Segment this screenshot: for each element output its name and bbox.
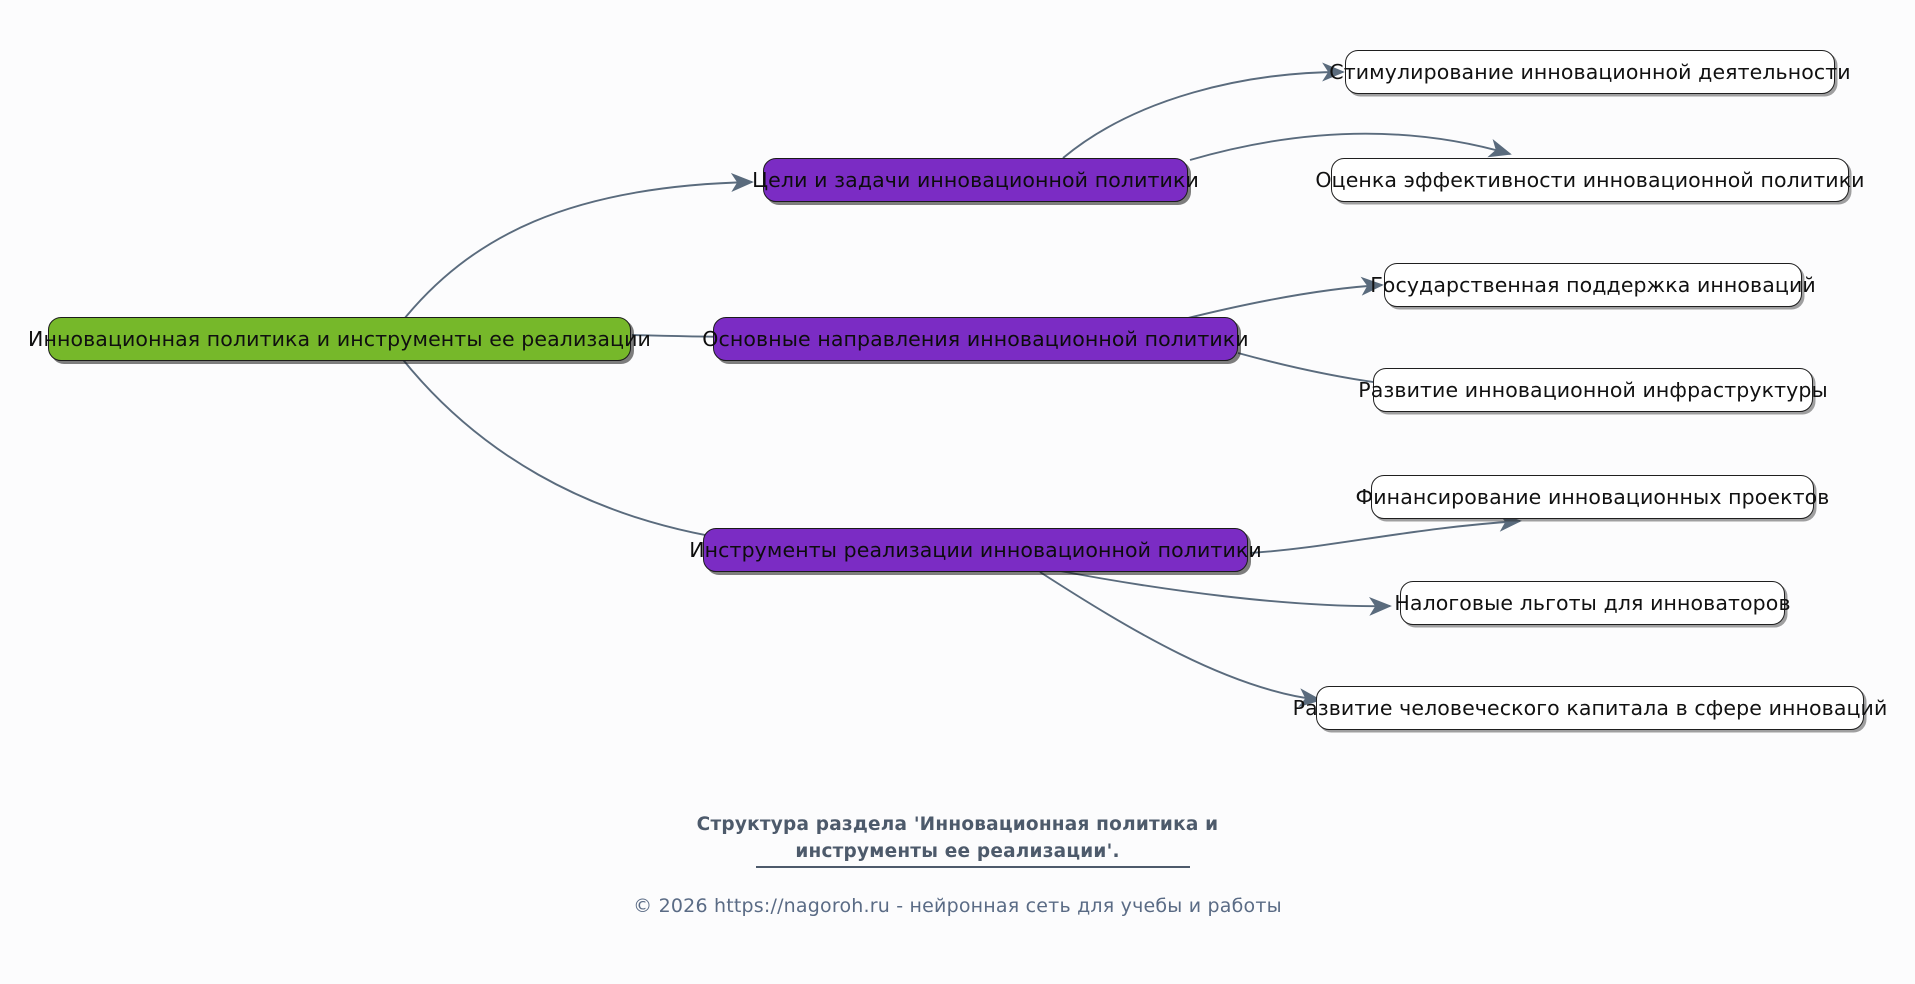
- edge-root-to-branch-1: [399, 172, 754, 325]
- node-branch-directions[interactable]: Основные направления инновационной полит…: [702, 317, 1249, 361]
- node-leaf-infrastructure-label: Развитие инновационной инфраструктуры: [1358, 377, 1828, 402]
- node-leaf-state-support-label: Государственная поддержка инноваций: [1370, 272, 1816, 297]
- node-branch-instruments-label: Инструменты реализации инновационной пол…: [689, 537, 1262, 562]
- edge-branch-3-to-leaf-1: [1249, 512, 1522, 554]
- edge-branch-3-to-leaf-3: [1039, 571, 1322, 708]
- node-leaf-human-capital-label: Развитие человеческого капитала в сфере …: [1292, 695, 1888, 720]
- node-leaf-evaluation-label: Оценка эффективности инновационной полит…: [1315, 167, 1865, 192]
- diagram-caption: Структура раздела 'Инновационная политик…: [0, 812, 1915, 866]
- edge-branch-1-to-leaf-1: [1062, 62, 1345, 159]
- node-leaf-tax-benefits[interactable]: Налоговые льготы для инноваторов: [1394, 581, 1791, 625]
- node-leaf-infrastructure[interactable]: Развитие инновационной инфраструктуры: [1358, 368, 1828, 412]
- node-branch-goals[interactable]: Цели и задачи инновационной политики: [752, 158, 1199, 202]
- edge-branch-1-to-leaf-2: [1189, 132, 1512, 161]
- node-leaf-tax-benefits-label: Налоговые льготы для инноваторов: [1394, 590, 1791, 615]
- node-leaf-human-capital[interactable]: Развитие человеческого капитала в сфере …: [1293, 686, 1887, 730]
- node-root-label: Инновационная политика и инструменты ее …: [28, 326, 651, 351]
- node-root[interactable]: Инновационная политика и инструменты ее …: [28, 317, 651, 361]
- node-branch-instruments[interactable]: Инструменты реализации инновационной пол…: [689, 528, 1262, 572]
- node-leaf-stimulation-label: Стимулирование инновационной деятельност…: [1329, 59, 1851, 84]
- node-branch-directions-label: Основные направления инновационной полит…: [702, 326, 1249, 351]
- edge-branch-3-to-leaf-2: [1054, 569, 1392, 616]
- node-leaf-stimulation[interactable]: Стимулирование инновационной деятельност…: [1329, 50, 1851, 94]
- diagram-caption-line-1: Структура раздела 'Инновационная политик…: [696, 814, 1219, 835]
- node-leaf-financing-label: Финансирование инновационных проектов: [1355, 484, 1830, 509]
- copyright-text: © 2026 https://nagoroh.ru - нейронная се…: [633, 895, 1282, 917]
- node-leaf-evaluation[interactable]: Оценка эффективности инновационной полит…: [1315, 158, 1864, 202]
- edge-root-to-branch-3: [399, 355, 758, 550]
- node-branch-goals-label: Цели и задачи инновационной политики: [752, 167, 1199, 192]
- footer-divider: [756, 866, 1190, 868]
- edge-branch-2-to-leaf-1: [1179, 276, 1384, 321]
- node-leaf-state-support[interactable]: Государственная поддержка инноваций: [1370, 263, 1816, 307]
- node-leaf-financing[interactable]: Финансирование инновационных проектов: [1356, 475, 1829, 519]
- diagram-caption-line-2: инструменты ее реализации'.: [795, 840, 1120, 862]
